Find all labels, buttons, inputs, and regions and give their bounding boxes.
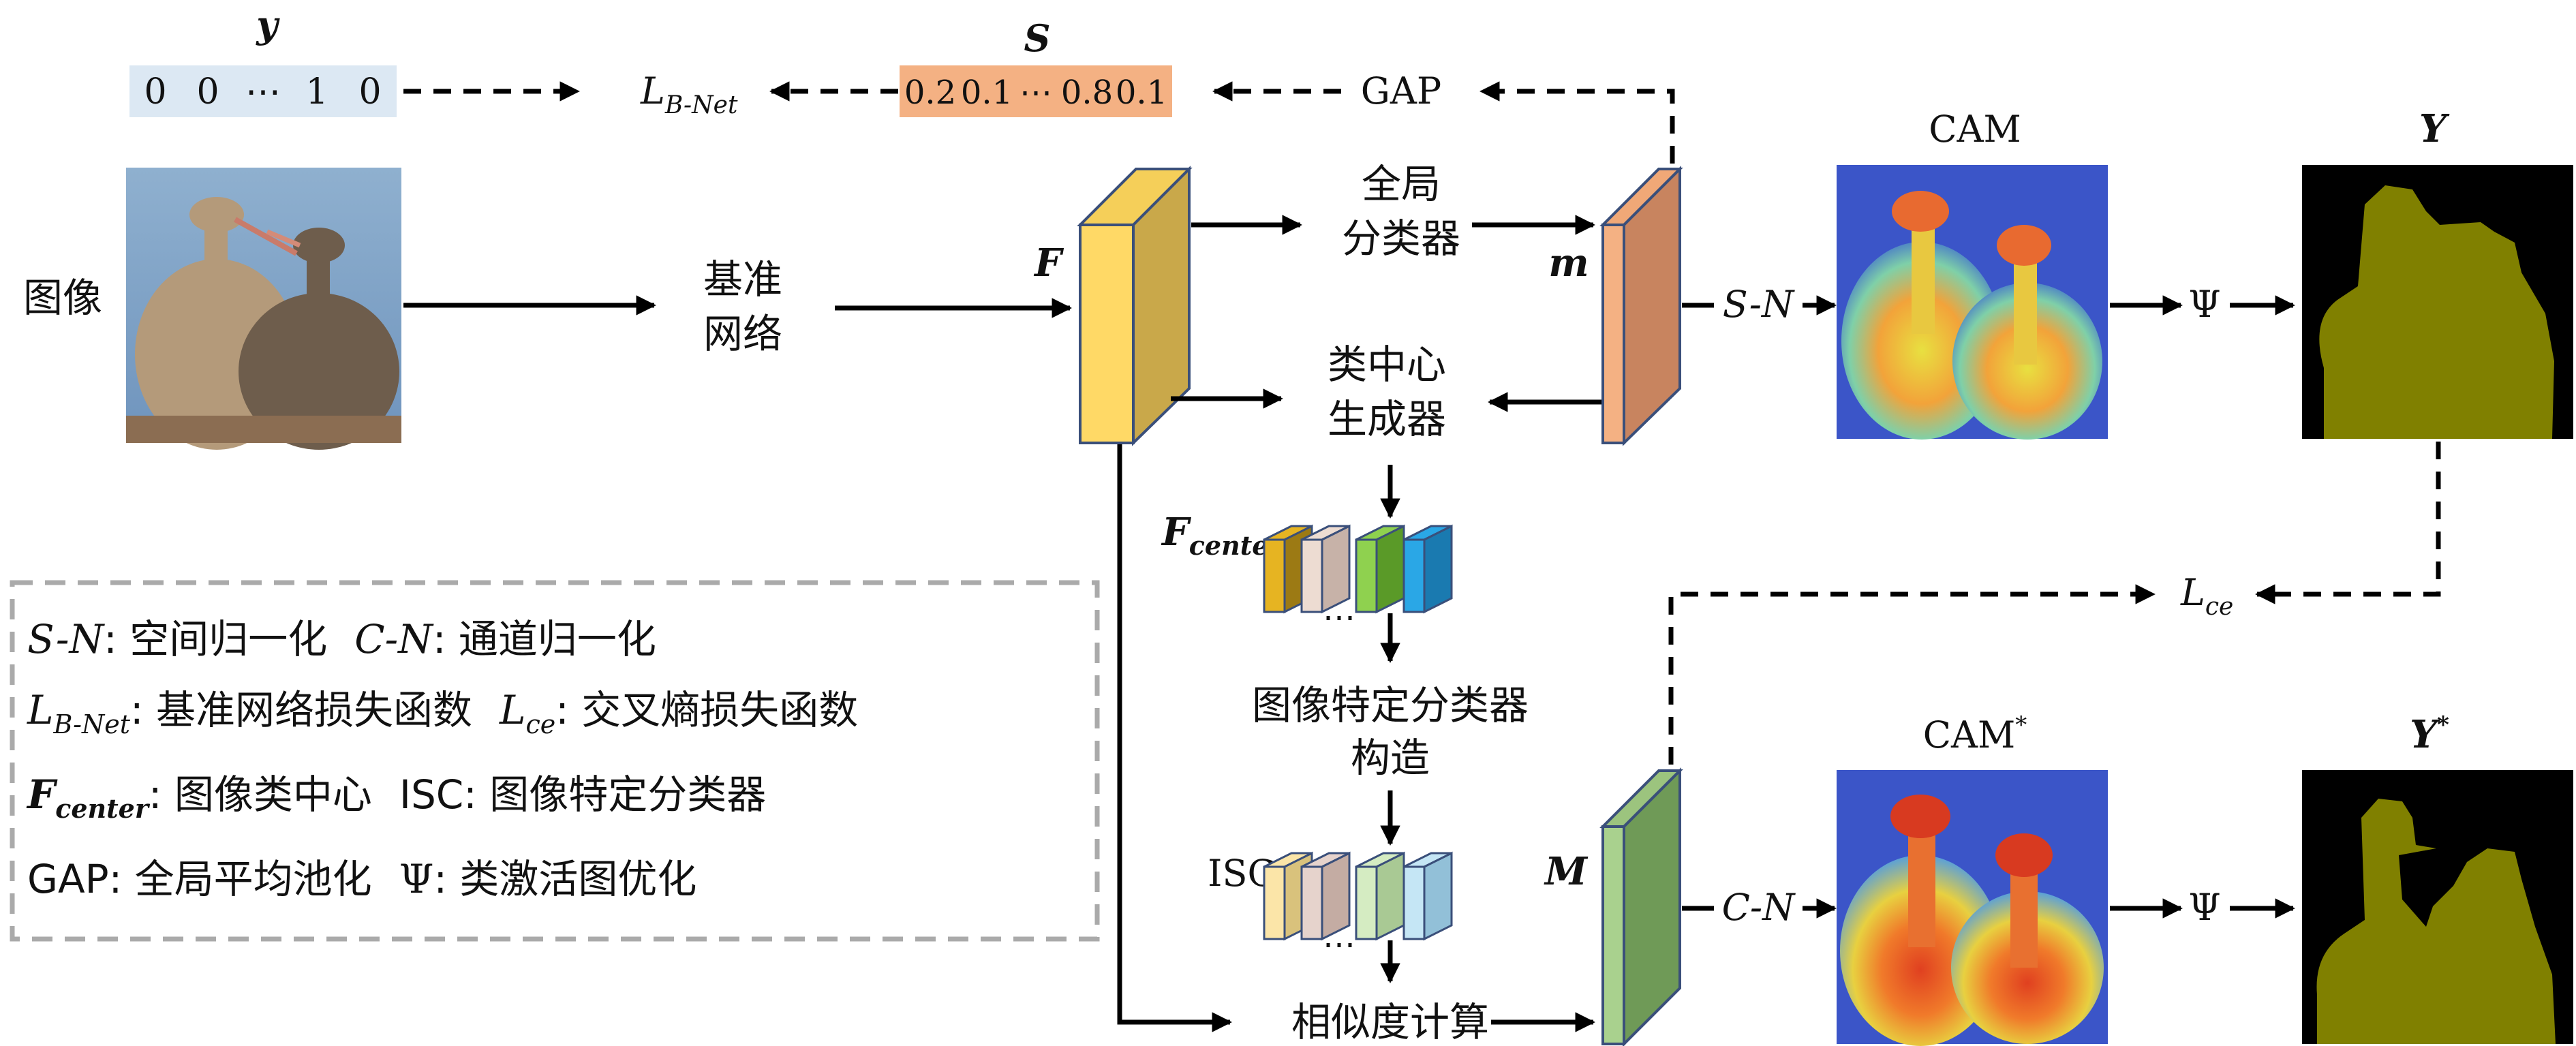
- psi-bottom: Ψ: [2188, 886, 2220, 929]
- vector-s-box: [900, 65, 1172, 117]
- isc-construct-line1: 图像特定分类器: [1252, 682, 1529, 728]
- psi-top: Ψ: [2188, 283, 2220, 326]
- y-star-mask: [2302, 770, 2573, 1044]
- center-generator-line2: 生成器: [1328, 396, 1446, 442]
- global-classifier-line2: 分类器: [1342, 215, 1460, 262]
- cam-heatmap: [1837, 165, 2108, 440]
- vector-y-value: 0: [358, 72, 381, 112]
- loss-ce: Lce: [2180, 571, 2233, 621]
- isc-cube: [1355, 851, 1405, 941]
- isc-ellipsis: ⋯: [1323, 925, 1355, 964]
- feature-f-label: F: [1033, 241, 1064, 286]
- cam-title: CAM: [1929, 108, 2021, 151]
- input-label: 图像: [23, 275, 102, 321]
- vector-s-value: 0.8: [1061, 74, 1113, 112]
- sn-label: S-N: [1723, 283, 1795, 326]
- vector-s-value: 0.1: [1116, 74, 1167, 112]
- center-generator-line1: 类中心: [1328, 341, 1446, 388]
- vector-s-value: 0.1: [961, 74, 1013, 112]
- map-big-m-block: [1599, 767, 1683, 1046]
- map-m-block: [1599, 166, 1683, 446]
- arrow-m-big-to-lce: [1668, 584, 2156, 765]
- center-cube: [1300, 524, 1351, 614]
- center-cube: [1402, 524, 1453, 614]
- gap-label: GAP: [1361, 70, 1441, 112]
- backbone-label-line1: 基准: [703, 256, 782, 303]
- isc-construct-line2: 构造: [1351, 735, 1430, 781]
- feature-f-block: [1077, 166, 1193, 446]
- vector-s-label: S: [1024, 16, 1051, 60]
- f-center-ellipsis: ⋯: [1323, 598, 1355, 636]
- loss-bnet: LB-Net: [640, 70, 738, 119]
- f-center-stack: [1263, 524, 1453, 614]
- y-output-label: Y: [2419, 106, 2450, 151]
- isc-stack: [1263, 851, 1453, 941]
- similarity-label: 相似度计算: [1291, 999, 1489, 1045]
- vector-y-value: 0: [196, 72, 219, 112]
- vector-s-value: 0.2: [904, 74, 956, 112]
- vector-y-value: ⋯: [245, 72, 281, 112]
- arrow-f-to-similarity: [1117, 444, 1232, 1032]
- cn-label: C-N: [1722, 886, 1796, 929]
- isc-cube: [1300, 851, 1351, 941]
- legend-box: [10, 580, 1100, 942]
- arrow-y-to-lce: [2255, 442, 2441, 604]
- map-m-label: m: [1548, 241, 1589, 286]
- vector-y-value: 0: [144, 72, 166, 112]
- center-cube: [1355, 524, 1405, 614]
- vector-y-value: 1: [305, 72, 328, 112]
- cam-star-title: CAM*: [1923, 711, 2027, 756]
- map-big-m-label: M: [1544, 849, 1589, 894]
- vector-s-value: ⋯: [1019, 74, 1052, 112]
- arrow-m-to-gap: [1479, 81, 1675, 164]
- cam-star-heatmap: [1837, 770, 2108, 1046]
- backbone-label-line2: 网络: [703, 311, 782, 357]
- isc-cube: [1402, 851, 1453, 941]
- input-image: [126, 168, 401, 450]
- global-classifier-line1: 全局: [1362, 161, 1441, 207]
- vector-y-box: [129, 65, 397, 117]
- y-output-mask: [2302, 165, 2573, 439]
- y-star-label: Y*: [2410, 711, 2449, 757]
- vector-y-label: y: [256, 3, 280, 46]
